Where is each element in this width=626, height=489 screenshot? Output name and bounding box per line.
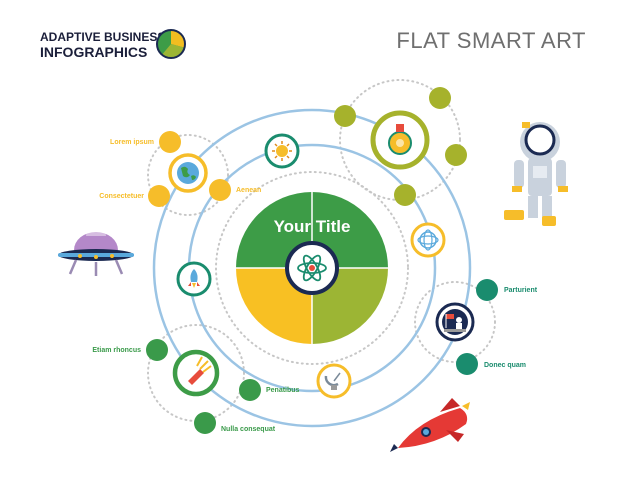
dot-nulla-consequat xyxy=(194,412,216,434)
dotted-ring-flag xyxy=(414,281,496,363)
molecule-icon xyxy=(410,222,446,258)
moon-landing-icon xyxy=(435,302,475,342)
dot-aenean xyxy=(209,179,231,201)
label-penatibus: Penatibus xyxy=(266,387,300,394)
atom-icon xyxy=(285,241,339,295)
label-nulla-consequat: Nulla consequat xyxy=(221,426,276,433)
dot-penatibus xyxy=(239,379,261,401)
rocket-icon xyxy=(390,398,470,452)
comet-icon xyxy=(172,349,220,397)
orbit-ring-outer xyxy=(152,108,472,428)
label-aenean: Aenean xyxy=(236,187,261,194)
small-rocket-icon xyxy=(176,261,212,297)
label-lorem-ipsum: Lorem ipsum xyxy=(110,139,154,146)
satellite-dish-icon xyxy=(316,363,352,399)
sun-icon xyxy=(264,133,300,169)
brand-line-2: INFOGRAPHICS xyxy=(40,44,148,60)
medal-icon xyxy=(370,110,430,170)
dot-etiam-rhoncus xyxy=(146,339,168,361)
dot-consectetuer xyxy=(148,185,170,207)
dot-medal-2 xyxy=(429,87,451,109)
dot-medal-1 xyxy=(334,105,356,127)
page-title: FLAT SMART ART xyxy=(396,28,586,53)
dotted-ring-center xyxy=(215,171,409,365)
dot-donec-quam xyxy=(456,353,478,375)
earth-icon xyxy=(168,153,208,193)
pie-logo-icon xyxy=(156,29,186,59)
brand-block: ADAPTIVE BUSINESS INFOGRAPHICS xyxy=(40,30,165,60)
dotted-ring-planet xyxy=(147,134,229,216)
dot-parturient xyxy=(476,279,498,301)
center-title: Your Title xyxy=(274,217,351,236)
label-parturient: Parturient xyxy=(504,287,538,294)
brand-line-1: ADAPTIVE BUSINESS xyxy=(40,30,166,44)
ufo-icon xyxy=(58,228,134,276)
astronaut-icon xyxy=(504,122,568,226)
dot-medal-3 xyxy=(445,144,467,166)
label-etiam-rhoncus: Etiam rhoncus xyxy=(92,347,141,354)
dot-medal-4 xyxy=(394,184,416,206)
label-consectetuer: Consectetuer xyxy=(99,193,144,200)
label-donec-quam: Donec quam xyxy=(484,362,526,369)
dot-lorem-ipsum xyxy=(159,131,181,153)
